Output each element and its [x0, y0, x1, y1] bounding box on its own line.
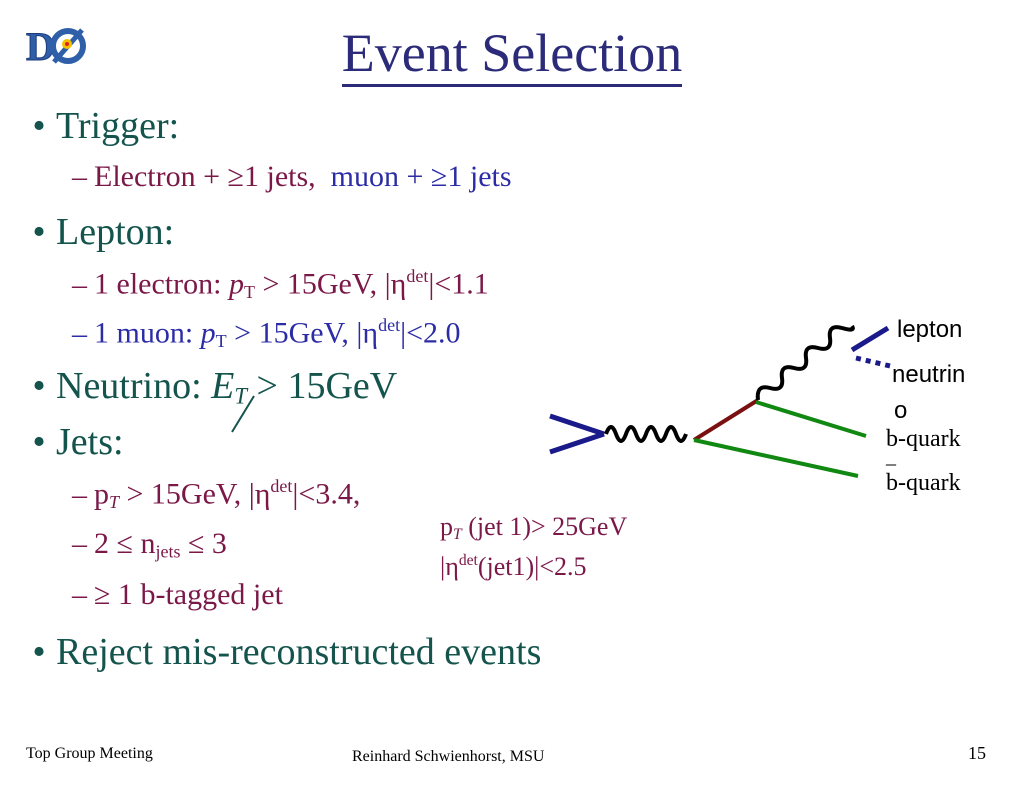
jets-pt: –pT > 15GeV, |ηdet|<3.4,	[72, 476, 361, 513]
leading-jet-pt-note: pT (jet 1)> 25GeV	[440, 512, 628, 543]
b-quark-label: b-quark	[886, 426, 961, 452]
neutrino-dotted-line	[855, 355, 891, 369]
footer-author: Reinhard Schwienhorst, MSU	[352, 748, 545, 765]
neutrino-label-line1: neutrin	[892, 361, 966, 388]
trigger-muon: muon + ≥1 jets	[330, 160, 512, 193]
jets-btag: –≥ 1 b-tagged jet	[72, 578, 283, 611]
missing-et-slash	[231, 395, 255, 433]
neutrino-label-line2: o	[894, 397, 908, 424]
trigger-electron: Electron + ≥1 jets,	[94, 160, 316, 193]
b-quark-line	[755, 400, 867, 438]
incoming-antiquark-line	[549, 431, 605, 455]
bbar-overline: _	[886, 446, 896, 468]
lepton-muon: –1 muon: pT > 15GeV, |ηdet|<2.0	[72, 315, 461, 352]
top-quark-line	[692, 398, 760, 442]
virtual-w-wavy-line	[604, 425, 688, 443]
dzero-logo: D	[24, 24, 94, 70]
page-number: 15	[968, 743, 986, 763]
bullet-lepton: •Lepton:	[32, 211, 175, 253]
bbar-quark-line	[693, 438, 859, 478]
leading-jet-eta-note: |ηdet(jet1)|<2.5	[440, 552, 587, 582]
feynman-diagram	[549, 324, 891, 478]
dzero-logo-icon: D	[24, 24, 94, 70]
lepton-label: lepton	[897, 316, 963, 343]
incoming-quark-line	[549, 413, 605, 437]
page-title-text: Event Selection	[341, 23, 683, 87]
bbar-quark-label: b-quark	[886, 470, 961, 496]
page-title: Event Selection	[0, 22, 1024, 87]
bullet-trigger: •Trigger:	[32, 105, 180, 147]
lepton-line	[850, 325, 890, 353]
lepton-electron: –1 electron: pT > 15GeV, |ηdet|<1.1	[72, 266, 489, 303]
footer-meeting: Top Group Meeting	[26, 745, 153, 762]
w-boson-wavy-line	[755, 324, 855, 401]
bullet-reject: •Reject mis-reconstructed events	[32, 631, 542, 673]
trigger-sub: –Electron + ≥1 jets, muon + ≥1 jets	[72, 160, 512, 193]
bullet-neutrino: •Neutrino: ET > 15GeV	[32, 365, 398, 409]
jets-njets: –2 ≤ njets ≤ 3	[72, 527, 227, 562]
bullet-jets: •Jets:	[32, 421, 124, 463]
